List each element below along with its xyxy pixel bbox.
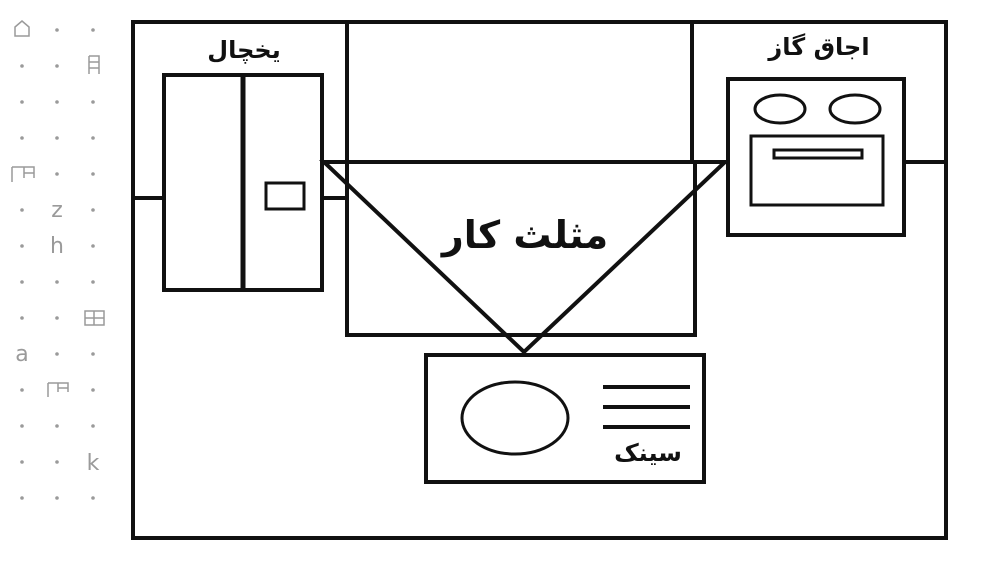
oven-door: [749, 134, 885, 207]
watermark-dot: [20, 208, 24, 212]
watermark-dot: [91, 208, 95, 212]
kitchen-outline: [131, 20, 948, 540]
watermark-dot: [55, 100, 59, 104]
watermark-dot: [55, 424, 59, 428]
refrigerator-label: یخچال: [207, 36, 280, 64]
house-outline-icon: [14, 20, 30, 37]
watermark-dot: [20, 244, 24, 248]
watermark-dot: [20, 316, 24, 320]
watermark-letter-z: z: [51, 198, 63, 223]
stove-zone: اجاق گاز: [690, 20, 948, 237]
watermark-dot: [55, 496, 59, 500]
watermark-dot: [91, 352, 95, 356]
sink-box: [424, 353, 706, 484]
sink-basin: [460, 380, 570, 456]
watermark-strip: z h a k: [11, 20, 105, 500]
sink-label: سینک: [614, 439, 682, 467]
watermark-dot: [55, 136, 59, 140]
watermark-dot: [20, 496, 24, 500]
watermark-dot: [55, 28, 59, 32]
watermark-letter-h: h: [50, 234, 64, 259]
watermark-dot: [20, 280, 24, 284]
sink-zone: سینک: [424, 353, 706, 484]
watermark-dot: [91, 136, 95, 140]
watermark-dot: [20, 136, 24, 140]
watermark-dot: [20, 424, 24, 428]
watermark-dot: [55, 280, 59, 284]
watermark-dot: [91, 172, 95, 176]
watermark-letter-k: k: [87, 451, 100, 476]
ice-dispenser-panel: [264, 181, 306, 211]
watermark-dot: [91, 100, 95, 104]
watermark-dot: [91, 388, 95, 392]
burner-left: [753, 93, 807, 125]
watermark-dot: [20, 388, 24, 392]
watermark-letter-a: a: [15, 342, 28, 367]
watermark-dot-grid: [20, 28, 95, 500]
watermark-dot: [20, 460, 24, 464]
work-triangle-label: مثلث کار: [440, 213, 608, 257]
watermark-dot: [55, 172, 59, 176]
refrigerator-zone: یخچال: [131, 20, 349, 292]
grid-block-icon: [84, 310, 105, 326]
stove-label: اجاق گاز: [767, 33, 869, 61]
drainboard-lines: [603, 385, 690, 429]
watermark-dot: [55, 460, 59, 464]
watermark-dot: [55, 352, 59, 356]
watermark-dot: [91, 280, 95, 284]
watermark-dot: [20, 100, 24, 104]
watermark-dot: [20, 64, 24, 68]
stove-icon: [726, 77, 906, 237]
refrigerator-icon: [162, 73, 324, 292]
watermark-dot: [91, 496, 95, 500]
oven-handle: [772, 148, 864, 160]
burner-right: [828, 93, 882, 125]
grid-block-icon: [11, 166, 35, 182]
watermark-dot: [91, 424, 95, 428]
watermark-dot: [55, 316, 59, 320]
grid-block-icon: [47, 382, 69, 397]
work-triangle: [318, 160, 731, 355]
watermark-dot: [55, 64, 59, 68]
grid-block-icon: [88, 55, 100, 74]
watermark-dot: [91, 28, 95, 32]
watermark-dot: [91, 244, 95, 248]
